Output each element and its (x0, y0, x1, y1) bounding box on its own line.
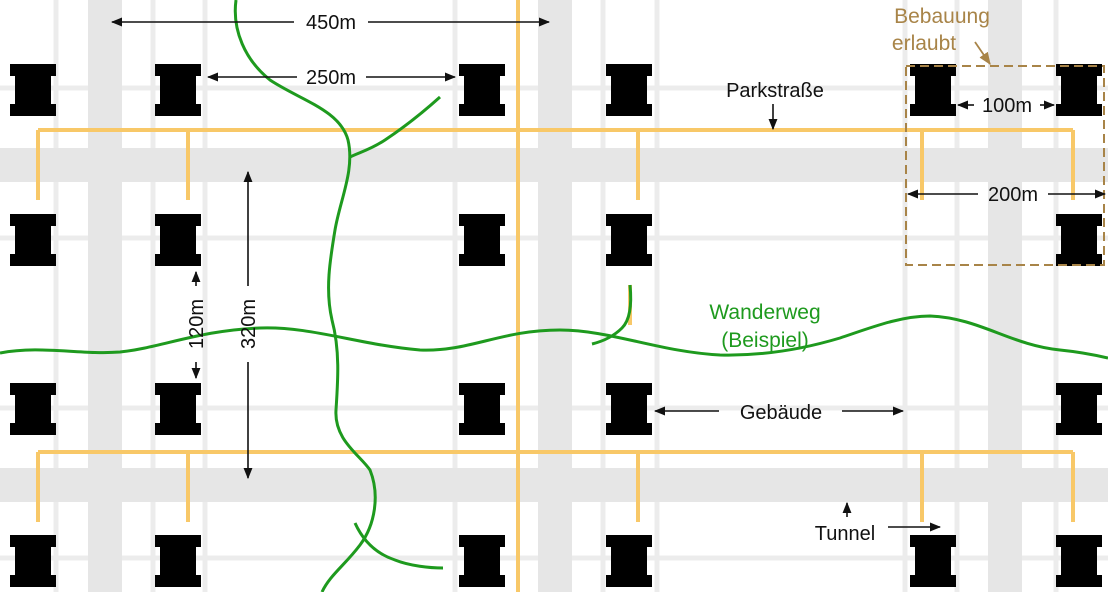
building-block-icon (910, 64, 956, 116)
tunnel-network (36, 0, 1075, 592)
label-build-zone: Bebauung (894, 5, 990, 28)
label-120m: 120m (186, 299, 208, 349)
building-block-icon (155, 383, 201, 435)
building-block-icon (10, 535, 56, 587)
building-block-icon (1056, 64, 1102, 116)
building-block-icon (1056, 383, 1102, 435)
building-block-icon (606, 214, 652, 266)
building-block-icon (459, 535, 505, 587)
road-vertical-3 (988, 0, 1022, 592)
labels: 450m 250m 100m 200m 120m 320m Parkstraße… (186, 5, 1038, 545)
hiking-path-branch (349, 95, 442, 159)
dimension-lines (110, 17, 1107, 532)
building-block-icon (606, 383, 652, 435)
label-hiking-path-example: (Beispiel) (721, 329, 809, 352)
hiking-path-tail (353, 522, 444, 570)
label-build-zone-allowed: erlaubt (892, 32, 956, 55)
building-block-icon (1056, 535, 1102, 587)
label-buildings: Gebäude (740, 402, 822, 424)
building-block-icon (155, 64, 201, 116)
label-park-street: Parkstraße (726, 80, 824, 102)
building-block-icon (606, 535, 652, 587)
hiking-path-main (0, 314, 1108, 360)
building-block-icon (606, 64, 652, 116)
building-block-icon (459, 383, 505, 435)
building-block-icon (10, 214, 56, 266)
label-200m: 200m (988, 184, 1038, 206)
building-block-icon (459, 214, 505, 266)
hiking-path-north-south (233, 0, 377, 592)
building-block-icon (1056, 214, 1102, 266)
building-block-icon (10, 64, 56, 116)
label-tunnel: Tunnel (815, 523, 875, 545)
building-block-icon (155, 535, 201, 587)
building-block-icon (459, 64, 505, 116)
road-vertical-2 (538, 0, 572, 592)
build-zone-outline (905, 65, 1105, 266)
label-100m: 100m (982, 95, 1032, 117)
label-450m: 450m (306, 12, 356, 34)
building-block-icon (910, 535, 956, 587)
buildings-group (10, 64, 1102, 587)
label-hiking-path: Wanderweg (709, 301, 820, 324)
label-320m: 320m (238, 299, 260, 349)
building-block-icon (155, 214, 201, 266)
hiking-path-spur (591, 284, 633, 346)
label-250m: 250m (306, 67, 356, 89)
road-vertical-1 (88, 0, 122, 592)
building-block-icon (10, 383, 56, 435)
build-zone-arrow (974, 41, 991, 66)
